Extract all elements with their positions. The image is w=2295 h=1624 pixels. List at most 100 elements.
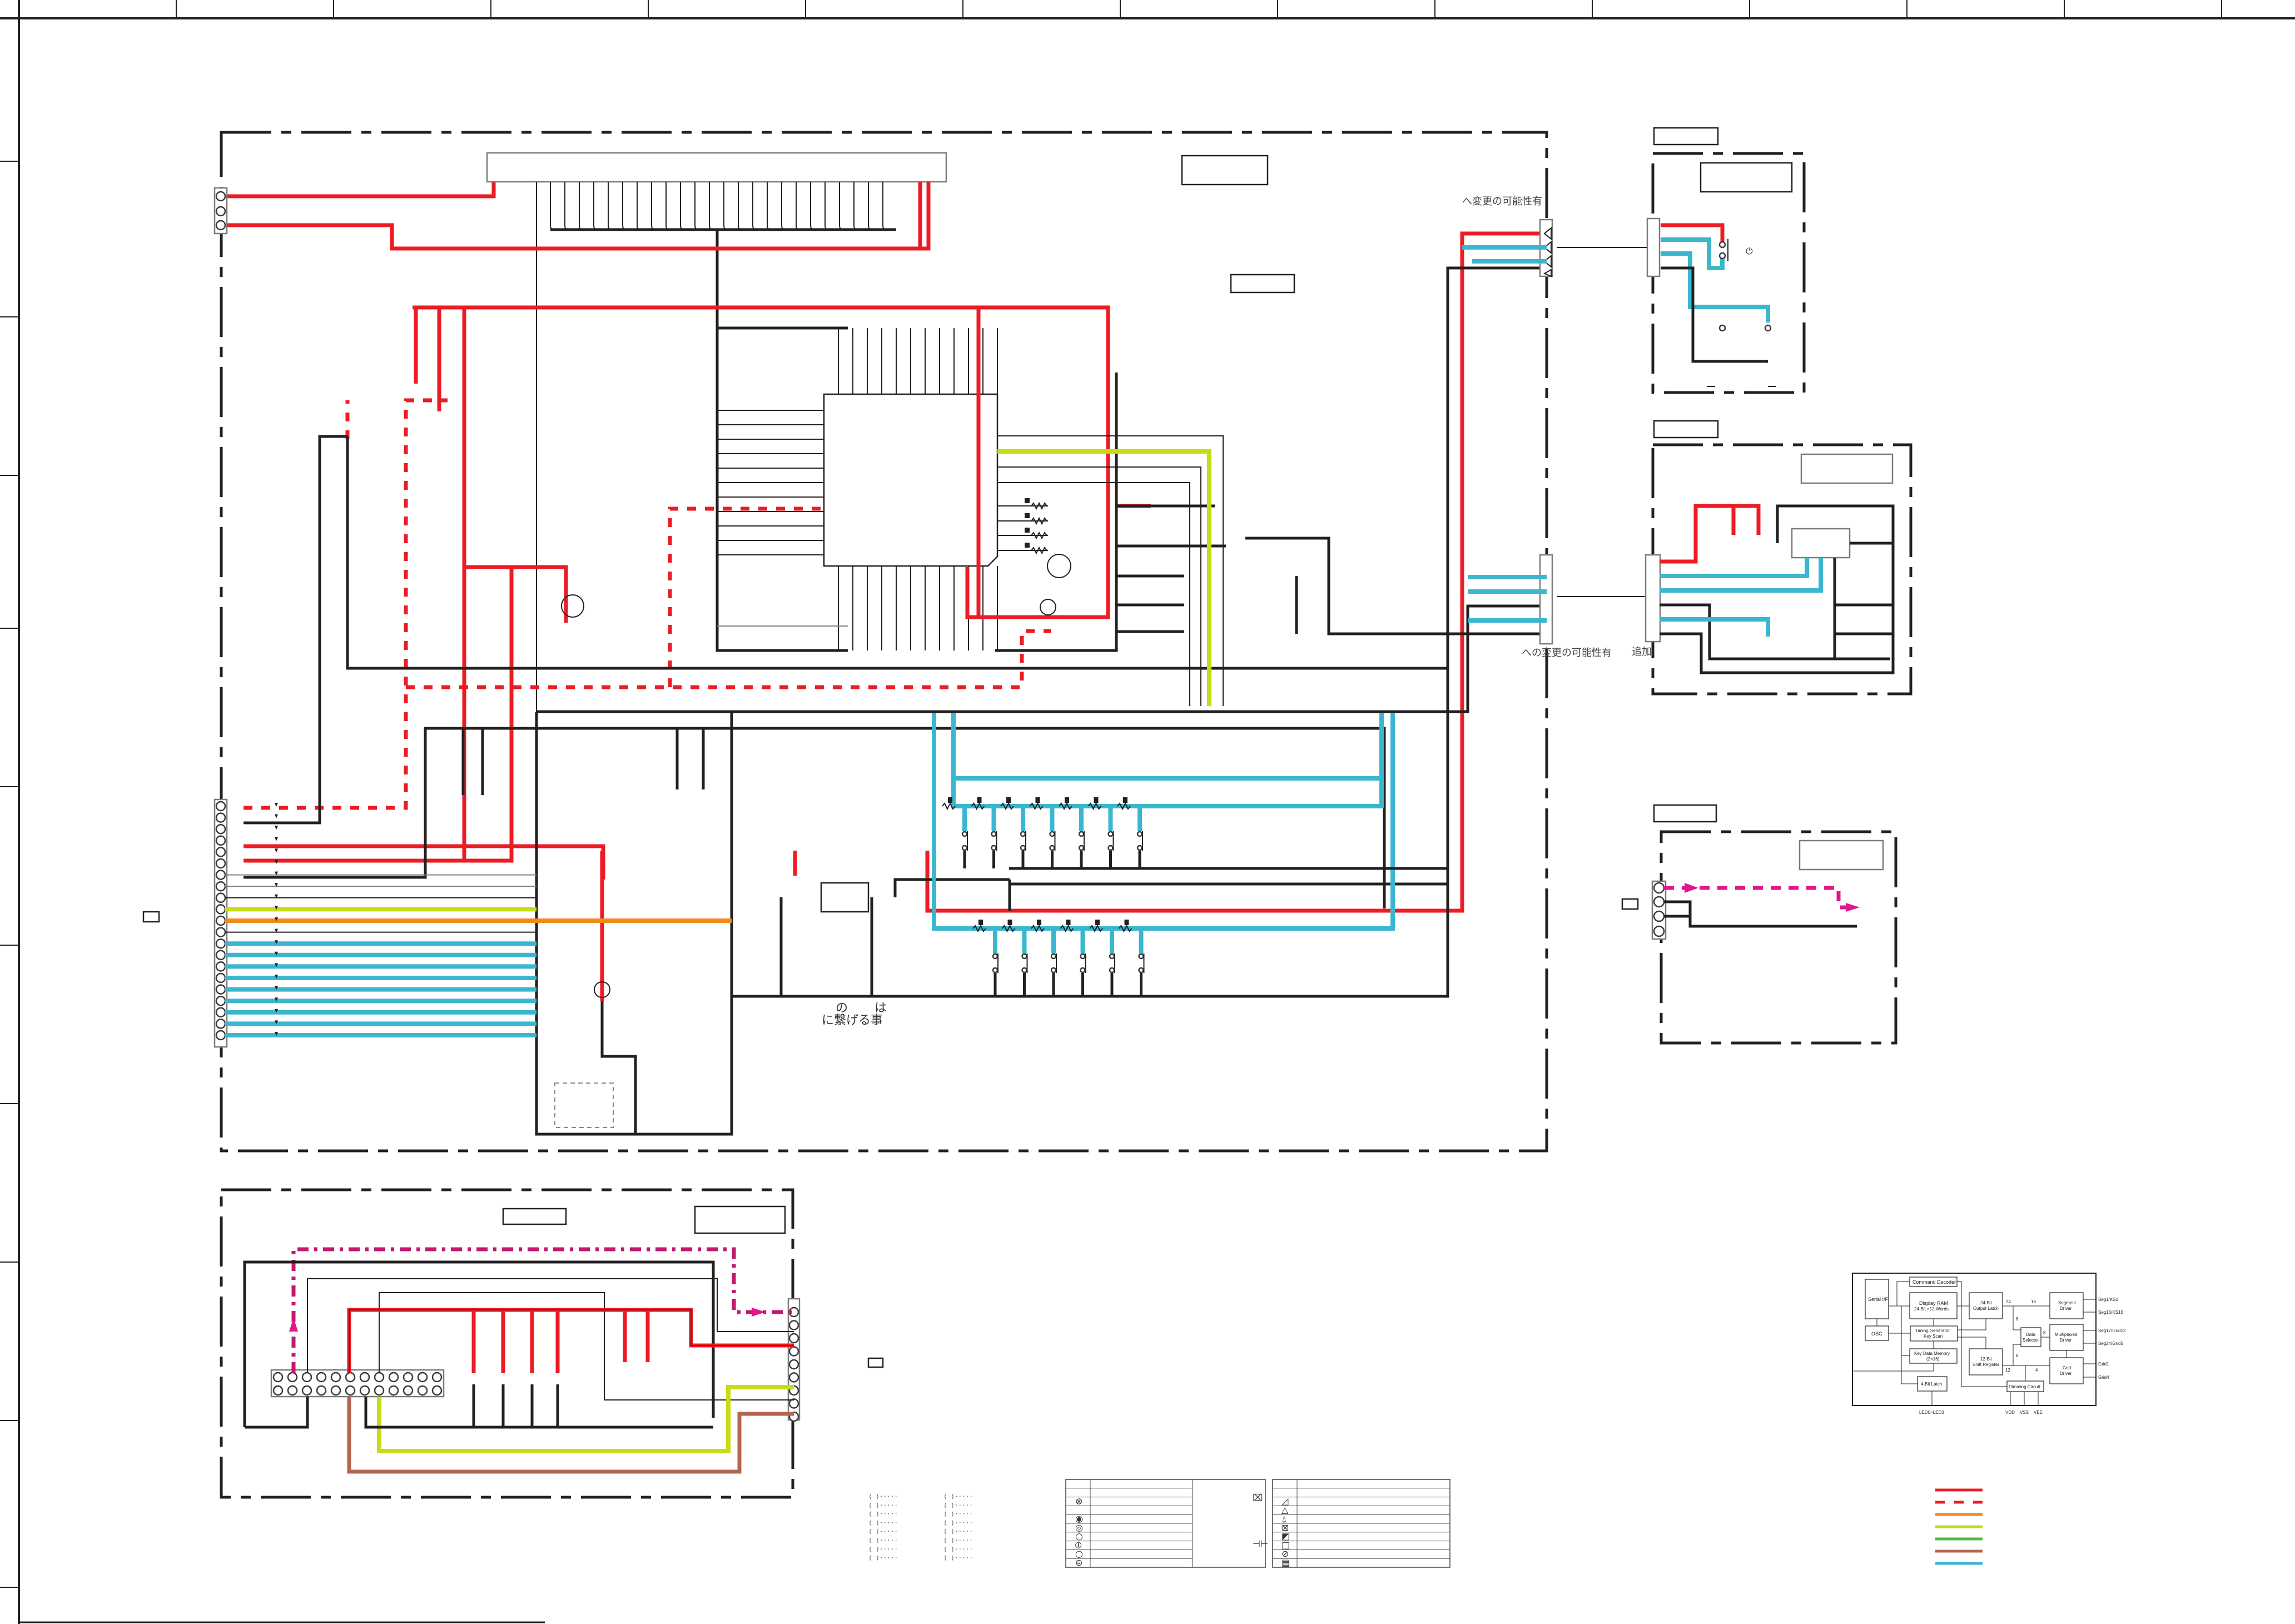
ref-legend-entry: ( )····· (943, 1519, 973, 1526)
vfd-pin (839, 182, 843, 230)
svg-text:Driver: Driver (2060, 1338, 2072, 1343)
resistor (1089, 924, 1103, 933)
svg-text:Seg24/Grid5: Seg24/Grid5 (2098, 1341, 2123, 1346)
ferrite-marker (275, 997, 278, 1002)
svg-text:LED0~LED3: LED0~LED3 (1919, 1410, 1944, 1415)
ref-legend-entry: ( )····· (868, 1555, 898, 1562)
connector-pin (788, 1372, 799, 1383)
ir-receiver (820, 882, 870, 913)
resistor (1031, 516, 1047, 525)
connector-pin (345, 1372, 356, 1383)
vfd-pin (694, 182, 699, 230)
legend-symbol: ⊘ (1281, 1548, 1289, 1559)
ferrite-marker (275, 848, 278, 853)
ferrite-marker (275, 951, 278, 956)
ferrite-marker (275, 1032, 278, 1036)
switch-contact (1136, 831, 1143, 837)
ref-legend-entry: ( )····· (868, 1502, 898, 1509)
connector-pin (431, 1372, 443, 1383)
connector-pin (287, 1385, 298, 1396)
resistor (972, 924, 986, 933)
vfd-pin (767, 182, 771, 230)
connector-main-right-bottom (1468, 554, 1553, 645)
switch-contact (1107, 845, 1114, 851)
vfd-pin (824, 182, 829, 230)
svg-text:(2×16): (2×16) (1926, 1357, 1940, 1362)
ref-legend: ( )····· ( )····· ( )····· ( )····· ( )·····… (868, 1493, 973, 1562)
ref-legend-entry: ( )····· (943, 1555, 973, 1562)
connector-pin (788, 1333, 799, 1344)
vfd-pin (882, 182, 887, 230)
connector-pin (301, 1385, 312, 1396)
connector-pin (215, 801, 226, 812)
ref-legend-entry: ( )····· (868, 1528, 898, 1535)
connector-pin (215, 984, 226, 995)
resistor-marker (1095, 920, 1100, 925)
connector-pin (215, 1030, 226, 1041)
vfd-pin (665, 182, 670, 230)
switch-contact (992, 953, 999, 960)
connector-pin (301, 1372, 312, 1383)
vfd-pin (752, 182, 757, 230)
connector-pin (403, 1372, 414, 1383)
connector-pin (215, 972, 226, 984)
ref-legend-entry: ( )····· (868, 1511, 898, 1518)
vfd-pin (796, 182, 800, 230)
svg-text:Output Latch: Output Latch (1973, 1306, 1999, 1311)
connector-pin (215, 915, 226, 926)
switch-contact (1080, 967, 1086, 974)
transistor-array (554, 1082, 614, 1128)
svg-text:Seg17/Grid12: Seg17/Grid12 (2098, 1328, 2126, 1333)
ferrite-marker (275, 940, 278, 945)
vfd-pin (853, 182, 858, 230)
svg-text:Multiplexed: Multiplexed (2055, 1332, 2077, 1337)
resistor-marker (1123, 797, 1127, 803)
ferrite-marker (275, 1009, 278, 1013)
svg-text:Grid: Grid (2063, 1365, 2071, 1370)
switch-contact (1020, 845, 1026, 851)
resistor-marker (1006, 797, 1011, 803)
svg-text:8: 8 (2043, 1330, 2046, 1335)
svg-text:Timing Generator: Timing Generator (1915, 1328, 1950, 1333)
switch-contact (1080, 953, 1086, 960)
svg-text:Shift Register: Shift Register (1973, 1362, 1999, 1367)
connector-main-right-top (1462, 218, 1553, 277)
switch-contact (1109, 967, 1115, 974)
switch-contact (1138, 953, 1144, 960)
svg-text:Seg1/KS1: Seg1/KS1 (2098, 1297, 2119, 1302)
svg-text:Display RAM: Display RAM (1919, 1300, 1948, 1306)
resistor-marker (1066, 920, 1071, 925)
svg-text:24: 24 (2006, 1299, 2011, 1304)
signal-bus-black (244, 266, 1547, 1136)
legend-side-symbol: ⌧ (1253, 1492, 1263, 1503)
legend-symbol: ○ (1075, 1531, 1083, 1542)
ferrite-marker (275, 963, 278, 967)
legend-symbol: ◩ (1281, 1531, 1290, 1542)
connector-pin (215, 1007, 226, 1018)
svg-text:Driver: Driver (2060, 1371, 2072, 1376)
switch-contact (1136, 845, 1143, 851)
svg-text:Key Scan: Key Scan (1924, 1334, 1943, 1339)
connect-note-line2: に繋げる事 (822, 1014, 883, 1027)
resistor-marker (1025, 543, 1030, 548)
svg-text:Data: Data (2026, 1332, 2035, 1337)
ref-legend-entry: ( )····· (868, 1537, 898, 1544)
resistor (971, 802, 985, 811)
resistor (1031, 924, 1045, 933)
ferrite-marker (275, 860, 278, 864)
connector-pin (788, 1320, 799, 1330)
ferrite-marker (275, 803, 278, 807)
connector-pin (215, 892, 226, 903)
transistor (1047, 554, 1071, 578)
switch-contact (1021, 967, 1027, 974)
svg-text:12-Bit: 12-Bit (1980, 1357, 1993, 1362)
regulator-board (1645, 420, 1913, 696)
connector-pin (431, 1385, 443, 1396)
ref-legend-entry: ( )····· (868, 1493, 898, 1500)
resistor-marker (1037, 920, 1041, 925)
switch-contact (991, 831, 997, 837)
connector-pin (417, 1385, 428, 1396)
connector-pin (215, 904, 226, 915)
switch-contact (961, 845, 968, 851)
connector-pin (316, 1372, 327, 1383)
